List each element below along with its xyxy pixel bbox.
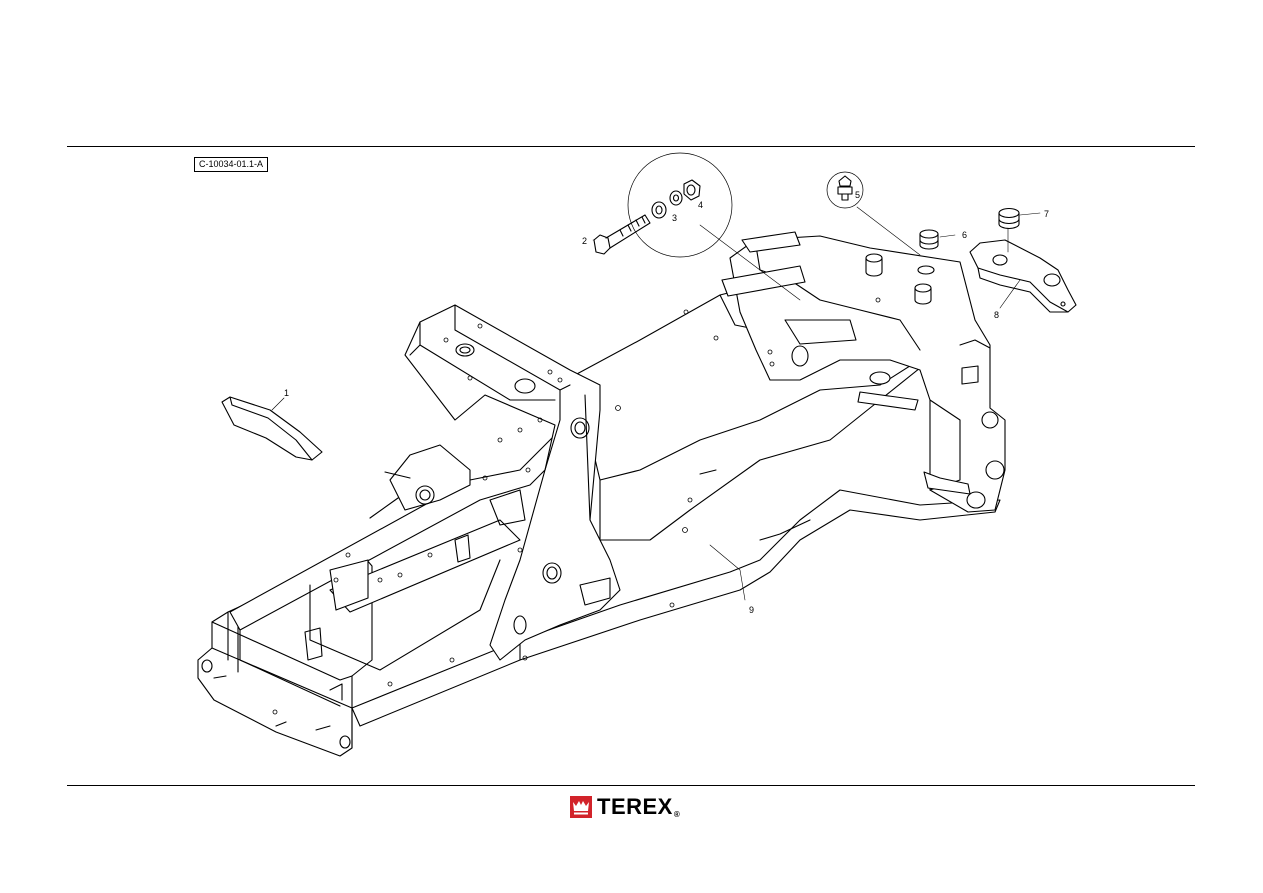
callout-7: 7 bbox=[1044, 209, 1049, 219]
header-rule bbox=[67, 146, 1195, 147]
part-7-bushing bbox=[998, 207, 1020, 230]
part-6-bushing bbox=[919, 229, 939, 250]
detail-circle-washers bbox=[627, 152, 733, 258]
part-8-bracket bbox=[969, 239, 1077, 313]
callout-3: 3 bbox=[672, 213, 677, 223]
callout-6: 6 bbox=[962, 230, 967, 240]
callout-5: 5 bbox=[855, 190, 860, 200]
terex-crown-icon bbox=[570, 796, 592, 818]
leader-lines bbox=[271, 206, 1041, 601]
registered-mark: ® bbox=[673, 810, 680, 819]
callout-4: 4 bbox=[698, 200, 703, 210]
detail-circle-grease-nipple bbox=[826, 171, 864, 209]
callout-2: 2 bbox=[582, 236, 587, 246]
callout-8: 8 bbox=[994, 310, 999, 320]
footer-rule bbox=[67, 785, 1195, 786]
part-5-grease-nipple bbox=[837, 175, 853, 201]
drawing-reference-code: C-10034-01.1-A bbox=[194, 157, 269, 172]
part-9-main-frame bbox=[197, 231, 1006, 757]
part-4-nut bbox=[683, 179, 701, 201]
frame-holes bbox=[272, 297, 881, 715]
part-1-plate bbox=[221, 396, 323, 461]
brand-name: TEREX bbox=[597, 794, 673, 819]
callout-1: 1 bbox=[284, 388, 289, 398]
callout-9: 9 bbox=[749, 605, 754, 615]
part-2-bolt bbox=[593, 214, 651, 255]
part-3-washer bbox=[651, 190, 683, 219]
terex-logo: TEREX ® bbox=[570, 795, 680, 819]
